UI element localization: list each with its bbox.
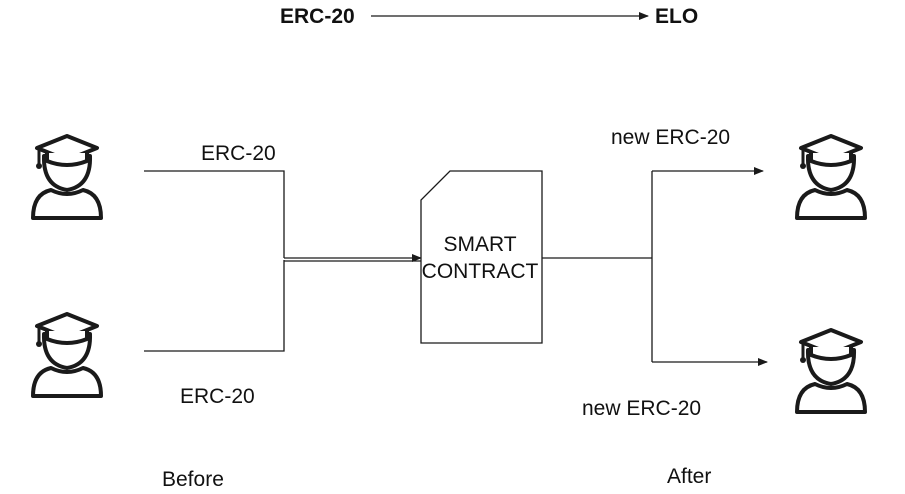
header-from-label: ERC-20	[280, 5, 355, 28]
user-icon-bottom-right	[795, 328, 867, 414]
header-to-label: ELO	[655, 5, 699, 28]
user-icon-top-left	[31, 134, 103, 220]
smart-contract-label: SMART CONTRACT	[410, 231, 550, 285]
user-icon-top-right	[795, 134, 867, 220]
smart-contract-card	[420, 170, 543, 344]
input-label-top: ERC-20	[201, 142, 276, 165]
user-icon-bottom-left	[31, 312, 103, 398]
input-label-bottom: ERC-20	[180, 385, 255, 408]
output-label-top: new ERC-20	[611, 126, 731, 149]
input-line-bottom	[144, 260, 285, 352]
smart-contract-line1: SMART	[443, 233, 517, 256]
smart-contract-line2: CONTRACT	[421, 260, 539, 283]
after-label: After	[667, 465, 712, 488]
before-label: Before	[162, 468, 224, 491]
output-label-bottom: new ERC-20	[582, 397, 702, 420]
input-line-top	[144, 170, 285, 258]
